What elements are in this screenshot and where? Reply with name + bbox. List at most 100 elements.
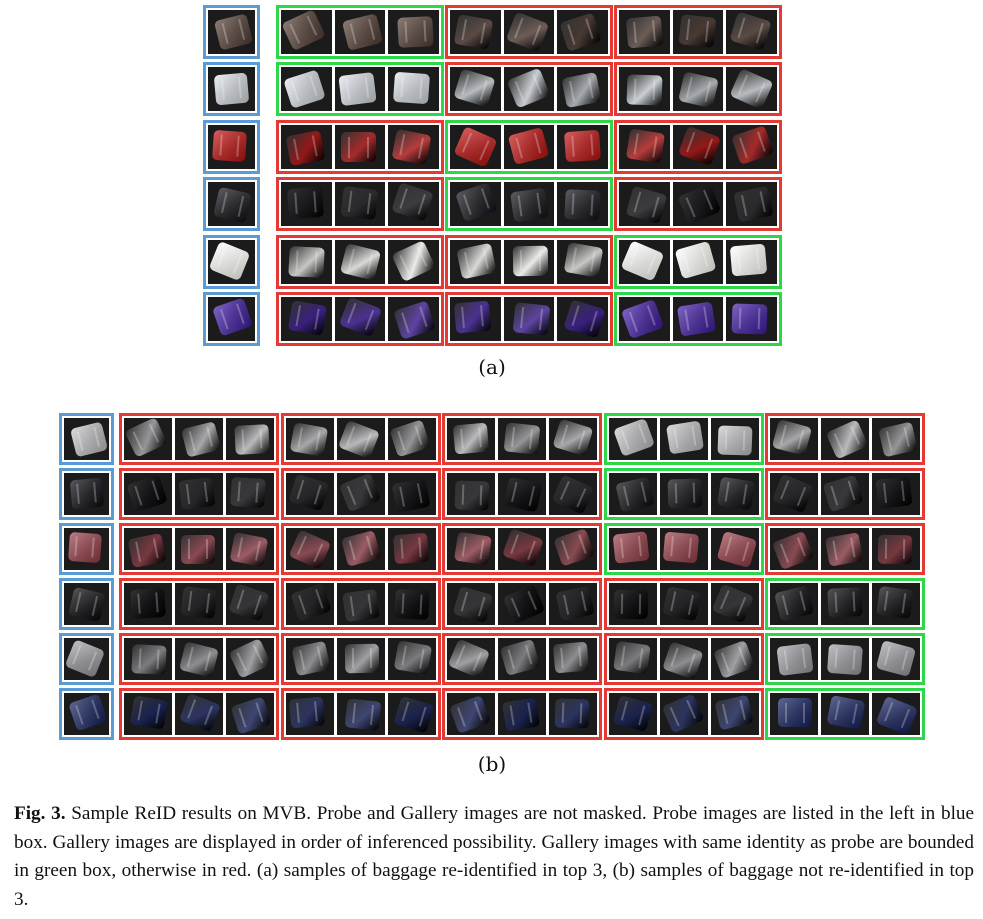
probe-image-brown-checkered-suitcase: [203, 5, 260, 59]
gallery-group-nonmatch: [445, 292, 613, 346]
baggage-image: [731, 302, 769, 335]
gallery-group-nonmatch: [614, 119, 782, 174]
probe-thumbnail: [208, 124, 255, 169]
gallery-thumbnail: [821, 583, 869, 625]
gallery-group-nonmatch: [119, 688, 279, 740]
gallery-thumbnail: [672, 67, 724, 112]
gallery-thumbnail: [447, 473, 495, 515]
baggage-image: [285, 129, 326, 166]
gallery-thumbnail: [334, 297, 386, 341]
gallery-thumbnail: [336, 693, 385, 735]
gallery-group-match: [765, 633, 925, 685]
gallery-group-nonmatch: [119, 468, 279, 520]
probe-image-silver-suitcase: [59, 413, 114, 465]
baggage-image: [393, 695, 434, 733]
gallery-group-nonmatch: [445, 234, 613, 289]
gallery-thumbnail: [124, 638, 172, 680]
gallery-group-nonmatch: [442, 578, 602, 630]
baggage-image: [391, 128, 433, 165]
gallery-thumbnail: [387, 693, 436, 735]
baggage-image: [391, 240, 437, 283]
probe-image-black-bag-purple-tag: [59, 578, 114, 630]
baggage-image: [716, 531, 757, 568]
baggage-image: [729, 11, 773, 51]
gallery-thumbnail: [175, 528, 223, 570]
baggage-image: [507, 127, 551, 166]
baggage-image: [179, 641, 219, 677]
gallery-thumbnail: [124, 473, 172, 515]
figure-caption: Fig. 3. Sample ReID results on MVB. Prob…: [14, 800, 974, 914]
gallery-group-nonmatch: [765, 523, 925, 575]
baggage-image: [561, 72, 602, 109]
gallery-thumbnail: [726, 297, 778, 341]
gallery-thumbnail: [659, 418, 708, 460]
probe-thumbnail: [208, 182, 255, 227]
gallery-thumbnail: [498, 583, 546, 625]
gallery-group-match: [603, 523, 764, 575]
baggage-image: [289, 422, 328, 457]
gallery-thumbnail: [285, 693, 334, 735]
baggage-image: [826, 587, 863, 618]
gallery-thumbnail: [770, 528, 818, 570]
gallery-thumbnail: [503, 239, 555, 284]
baggage-image: [291, 641, 331, 677]
gallery-thumbnail: [498, 528, 546, 570]
gallery-thumbnail: [872, 693, 920, 735]
baggage-image: [553, 528, 595, 567]
gallery-group-nonmatch: [614, 177, 782, 232]
gallery-group-nonmatch: [280, 468, 441, 520]
baggage-image: [625, 128, 666, 164]
baggage-image: [826, 419, 869, 460]
gallery-thumbnail: [281, 239, 332, 284]
gallery-thumbnail: [226, 418, 274, 460]
baggage-image: [344, 698, 381, 731]
probe-image-white-suitcase: [203, 234, 260, 289]
baggage-image: [875, 695, 918, 735]
baggage-image: [179, 693, 221, 732]
gallery-thumbnail: [557, 182, 609, 227]
gallery-group-nonmatch: [119, 633, 279, 685]
gallery-thumbnail: [226, 693, 274, 735]
gallery-thumbnail: [608, 693, 657, 735]
gallery-thumbnail: [672, 182, 724, 227]
gallery-thumbnail: [872, 473, 920, 515]
gallery-thumbnail: [549, 693, 597, 735]
baggage-image: [449, 695, 491, 734]
baggage-image: [456, 242, 498, 280]
gallery-thumbnail: [387, 418, 436, 460]
gallery-thumbnail: [387, 638, 436, 680]
gallery-thumbnail: [124, 693, 172, 735]
gallery-thumbnail: [285, 528, 334, 570]
baggage-image: [228, 638, 272, 679]
baggage-image: [178, 476, 216, 510]
baggage-image: [397, 16, 435, 48]
gallery-thumbnail: [124, 583, 172, 625]
baggage-image: [499, 639, 540, 677]
baggage-image: [453, 531, 492, 565]
baggage-image: [211, 129, 247, 162]
gallery-thumbnail: [726, 10, 778, 54]
gallery-thumbnail: [608, 638, 657, 680]
baggage-image: [130, 695, 169, 730]
baggage-image: [453, 422, 489, 455]
gallery-thumbnail: [672, 239, 724, 284]
baggage-image: [234, 423, 270, 455]
baggage-image: [213, 72, 250, 106]
baggage-image: [827, 643, 863, 675]
gallery-group-nonmatch: [119, 413, 279, 465]
baggage-image: [341, 13, 384, 52]
gallery-thumbnail: [285, 418, 334, 460]
baggage-image: [717, 424, 753, 455]
gallery-thumbnail: [226, 528, 274, 570]
gallery-thumbnail: [388, 239, 440, 284]
gallery-group-match: [276, 62, 444, 117]
gallery-thumbnail: [608, 473, 657, 515]
gallery-thumbnail: [770, 638, 818, 680]
gallery-thumbnail: [672, 10, 724, 54]
gallery-thumbnail: [710, 638, 759, 680]
baggage-image: [877, 534, 912, 564]
baggage-image: [875, 476, 913, 509]
probe-thumbnail: [208, 239, 255, 284]
baggage-image: [394, 589, 430, 620]
gallery-thumbnail: [549, 583, 597, 625]
